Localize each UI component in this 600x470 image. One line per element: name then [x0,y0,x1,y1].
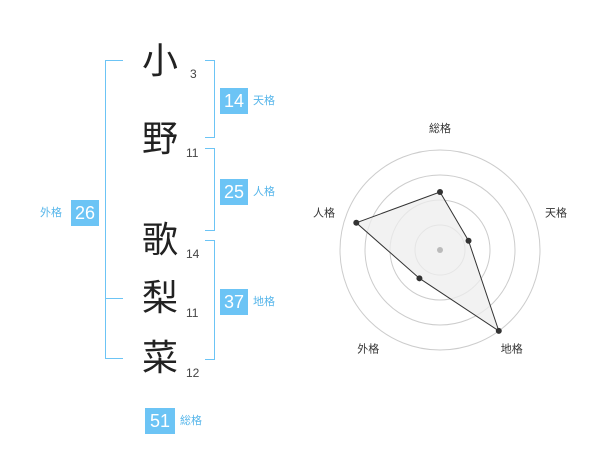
chikaku-bracket [205,240,215,360]
radar-axis-label-3: 地格 [501,342,523,356]
tenkaku-bracket [205,60,215,138]
stroke-count-5: 12 [186,366,200,380]
stroke-count-1: 3 [190,67,197,81]
radar-axis-label-1: 総格 [429,121,451,135]
radar-point-1 [437,189,443,195]
stroke-count-2: 11 [186,146,199,160]
radar-point-3 [495,327,502,334]
stroke-count-4: 11 [186,306,199,320]
tenkaku-value: 14 [220,88,248,114]
name-char-1: 小 [142,41,179,82]
gaikaku-label: 外格 [40,206,62,219]
radar-point-4 [416,275,423,282]
radar-center-dot [437,247,443,253]
stroke-count-3: 14 [186,247,200,261]
radar-polygon [355,191,500,333]
radar-axis-label-4: 外格 [357,342,379,356]
jinkaku-value: 25 [220,179,248,205]
name-char-3: 歌 [142,220,179,261]
soukaku-label: 総格 [180,414,202,427]
gaikaku-bracket-split [105,298,123,300]
chikaku-label: 地格 [253,295,275,308]
jinkaku-bracket [205,148,215,231]
radar-point-2 [465,237,472,244]
gaikaku-value: 26 [71,200,99,226]
radar-ring-4 [339,149,541,351]
gaikaku-bracket [105,60,123,359]
radar-ring-3 [364,174,516,326]
radar-axis-label-2: 天格 [545,205,567,219]
soukaku-value: 51 [145,408,175,434]
radar-axis-label-5: 人格 [313,205,335,219]
name-char-5: 菜 [142,338,179,379]
tenkaku-label: 天格 [253,94,275,107]
jinkaku-label: 人格 [253,185,275,198]
name-char-2: 野 [142,119,179,160]
radar-point-5 [353,219,360,226]
chikaku-value: 37 [220,289,248,315]
name-char-4: 梨 [142,278,179,319]
